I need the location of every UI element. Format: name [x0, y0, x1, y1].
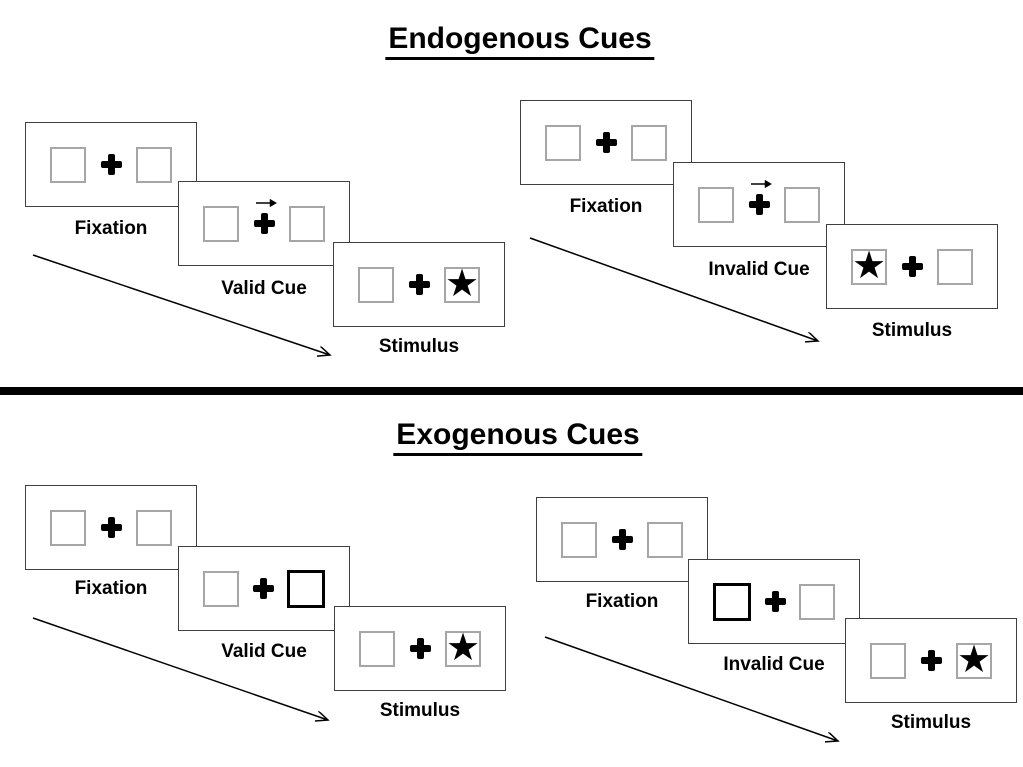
- fixation-cross-icon: [408, 274, 430, 295]
- panel-fixation: [25, 122, 197, 207]
- thick-cue-box-right: [287, 569, 325, 608]
- right-box: [631, 124, 667, 161]
- right-box: ★: [956, 637, 992, 681]
- step-label-fixation: Fixation: [585, 591, 659, 612]
- left-box: [358, 266, 394, 303]
- star-icon: ★: [445, 625, 481, 669]
- left-box: [698, 186, 734, 223]
- section-title-text: Endogenous Cues: [385, 22, 655, 60]
- fixation-cross-icon: [764, 591, 786, 612]
- left-box: [203, 570, 239, 607]
- fixation-cross-icon: [100, 517, 122, 538]
- right-box: [799, 583, 835, 620]
- section-title-endogenous: Endogenous Cues: [385, 22, 655, 60]
- fixation-cross-icon: [409, 638, 431, 659]
- step-label-stimulus: Stimulus: [890, 712, 972, 733]
- fixation-cross-icon: [595, 132, 617, 153]
- panel-stimulus: ★: [333, 242, 505, 327]
- thick-cue-box-left: [713, 582, 751, 621]
- panel-valid-cue: [178, 546, 350, 631]
- panel-stimulus: ★: [826, 224, 998, 309]
- left-box: [50, 146, 86, 183]
- star-icon: ★: [444, 261, 480, 305]
- panel-stimulus: ★: [845, 618, 1017, 703]
- star-icon: ★: [851, 243, 887, 287]
- fixation-cross-icon: [611, 529, 633, 550]
- fixation-cross-icon: [253, 198, 277, 234]
- left-box: [561, 521, 597, 558]
- panel-fixation: [520, 100, 692, 185]
- sequence-arrow-endogenous-invalid: [529, 237, 818, 341]
- step-label-stimulus: Stimulus: [871, 320, 953, 341]
- step-label-valid-cue: Valid Cue: [221, 641, 307, 662]
- right-box: [136, 146, 172, 183]
- fixation-cross-icon: [252, 578, 274, 599]
- cue-arrow-right-icon: [751, 179, 772, 189]
- fixation-cross-icon: [748, 179, 772, 215]
- star-icon: ★: [956, 637, 992, 681]
- fixation-cross-icon: [901, 256, 923, 277]
- step-label-stimulus: Stimulus: [378, 336, 460, 357]
- step-label-invalid-cue: Invalid Cue: [723, 654, 825, 675]
- panel-fixation: [25, 485, 197, 570]
- left-box: [545, 124, 581, 161]
- step-label-invalid-cue: Invalid Cue: [708, 259, 810, 280]
- sequence-arrow-exogenous-valid: [32, 617, 328, 720]
- section-title-text: Exogenous Cues: [393, 418, 643, 456]
- panel-invalid-cue: [673, 162, 845, 247]
- step-label-fixation: Fixation: [569, 196, 643, 217]
- step-label-stimulus: Stimulus: [379, 700, 461, 721]
- right-box: [136, 509, 172, 546]
- left-box: [50, 509, 86, 546]
- left-box: [870, 642, 906, 679]
- left-box: [359, 630, 395, 667]
- section-title-exogenous: Exogenous Cues: [393, 418, 643, 456]
- right-box: [937, 248, 973, 285]
- panel-fixation: [536, 497, 708, 582]
- right-box: ★: [445, 625, 481, 669]
- panel-valid-cue: [178, 181, 350, 266]
- sequence-arrow-endogenous-valid: [32, 254, 330, 355]
- step-label-fixation: Fixation: [74, 578, 148, 599]
- sequence-arrow-exogenous-invalid: [544, 636, 838, 741]
- section-divider: [0, 387, 1023, 395]
- left-box: ★: [851, 243, 887, 287]
- fixation-cross-icon: [100, 154, 122, 175]
- right-box: [289, 205, 325, 242]
- step-label-valid-cue: Valid Cue: [221, 278, 307, 299]
- fixation-cross-icon: [920, 650, 942, 671]
- right-box: ★: [444, 261, 480, 305]
- right-box: [647, 521, 683, 558]
- panel-invalid-cue: [688, 559, 860, 644]
- left-box: [203, 205, 239, 242]
- cue-arrow-right-icon: [256, 198, 277, 208]
- step-label-fixation: Fixation: [74, 218, 148, 239]
- panel-stimulus: ★: [334, 606, 506, 691]
- right-box: [784, 186, 820, 223]
